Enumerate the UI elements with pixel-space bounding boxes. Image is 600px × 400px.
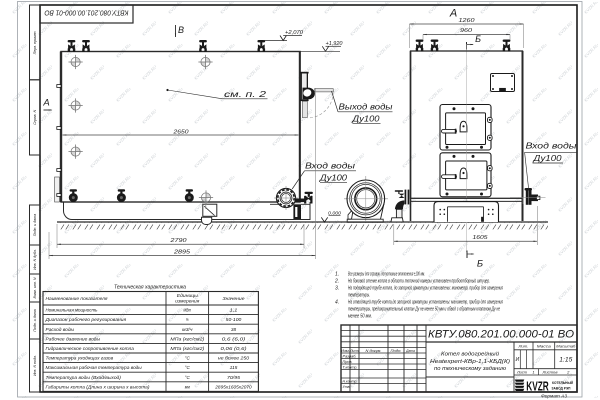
svg-text:Гидравлическое сопротивление к: Гидравлическое сопротивление котла: [46, 346, 135, 351]
svg-text:Расход воды: Расход воды: [46, 327, 75, 332]
svg-text:Дата: Дата: [405, 348, 415, 353]
svg-text:измерения: измерения: [175, 299, 199, 304]
svg-text:70/95: 70/95: [227, 375, 240, 380]
svg-text:Формат А3: Формат А3: [541, 393, 568, 398]
svg-text:не более 250: не более 250: [218, 356, 250, 361]
svg-text:И: И: [515, 357, 519, 363]
svg-text:Масса: Масса: [537, 344, 552, 349]
svg-text:Б: Б: [475, 34, 481, 44]
svg-text:Ду100: Ду100: [532, 154, 562, 163]
svg-text:ЗАВОД РЭП: ЗАВОД РЭП: [552, 386, 571, 391]
svg-text:Перв. примен.: Перв. примен.: [33, 30, 37, 54]
svg-text:КВТУ.080.201.00.000-01 ВО: КВТУ.080.201.00.000-01 ВО: [428, 329, 574, 341]
svg-text:0,06 (0,6): 0,06 (0,6): [221, 346, 248, 351]
svg-text:Инв. N дубл.: Инв. N дубл.: [33, 249, 37, 270]
svg-text:2895: 2895: [173, 249, 192, 255]
svg-text:А: А: [449, 8, 457, 20]
svg-text:мм: мм: [185, 384, 191, 389]
svg-text:%: %: [186, 317, 189, 322]
svg-text:1605: 1605: [473, 235, 489, 241]
svg-text:1:15: 1:15: [559, 357, 573, 364]
svg-text:Лист: Лист: [516, 370, 528, 375]
svg-text:Вход воды: Вход воды: [305, 162, 355, 171]
svg-text:Б: Б: [477, 259, 483, 270]
svg-text:МВт: МВт: [183, 308, 191, 313]
svg-text:Подп. и дата: Подп. и дата: [33, 214, 37, 237]
svg-text:Н.контр.: Н.контр.: [343, 378, 358, 383]
svg-text:Выход воды: Выход воды: [339, 103, 393, 112]
svg-text:Максимальная рабочая температу: Максимальная рабочая температура воды: [46, 365, 143, 370]
svg-text:+1,920: +1,920: [326, 41, 343, 47]
svg-text:Изм.: Изм.: [341, 348, 350, 353]
svg-text:Лист: Лист: [349, 348, 359, 353]
svg-text:Котел водогрейный: Котел водогрейный: [441, 351, 500, 358]
svg-text:Наименование показателя: Наименование показателя: [46, 296, 109, 301]
svg-text:КВТУ.080.201.00.000-01 ВО: КВТУ.080.201.00.000-01 ВО: [44, 9, 128, 18]
svg-text:°С: °С: [185, 356, 191, 361]
svg-text:1260: 1260: [459, 18, 475, 24]
svg-text:см. п. 2: см. п. 2: [224, 90, 267, 99]
svg-text:2: 2: [566, 370, 570, 375]
svg-text:Температура воды (Вход/выход): Температура воды (Вход/выход): [46, 375, 122, 380]
svg-text:0.000: 0.000: [328, 211, 341, 216]
svg-text:Т.контр.: Т.контр.: [343, 364, 358, 369]
svg-text:1.: 1.: [335, 272, 339, 278]
svg-text:Все размеры для справок, допус: Все размеры для справок, допустимые откл…: [348, 272, 425, 278]
svg-text:°С: °С: [185, 365, 191, 370]
svg-text:На подводящей трубе котла, д: На подводящей трубе котла, до запорной а…: [348, 285, 503, 292]
svg-text:0,6 (6,0): 0,6 (6,0): [222, 336, 246, 341]
svg-text:115: 115: [230, 365, 238, 370]
svg-text:°С: °С: [185, 375, 191, 380]
svg-text:Разраб.: Разраб.: [343, 353, 357, 358]
svg-text:Пров.: Пров.: [343, 359, 353, 364]
svg-text:Подп.: Подп.: [391, 348, 402, 353]
svg-text:На отводящей трубе котла,до за: На отводящей трубе котла,до запорной арм…: [348, 299, 503, 306]
svg-text:Единицы: Единицы: [177, 293, 199, 298]
svg-text:МПа (кгс/см2): МПа (кгс/см2): [170, 346, 204, 351]
svg-text:Ду100: Ду100: [319, 174, 348, 183]
svg-text:Масштаб: Масштаб: [556, 344, 576, 349]
svg-text:1,1: 1,1: [230, 308, 238, 313]
svg-text:N докум.: N докум.: [366, 348, 382, 353]
svg-text:температуры, предохранительный: температуры, предохранительный клапан Ду…: [348, 306, 500, 313]
svg-text:Рабочее давление воды: Рабочее давление воды: [46, 336, 101, 341]
svg-text:по техническому заданию: по техническому заданию: [434, 366, 507, 372]
svg-text:+2,070: +2,070: [285, 30, 303, 36]
svg-text:Взам. инв. N: Взам. инв. N: [33, 277, 37, 298]
svg-text:4.: 4.: [335, 300, 339, 306]
svg-text:Инв. N подл.: Инв. N подл.: [33, 355, 37, 376]
svg-text:м3/ч: м3/ч: [182, 327, 193, 332]
svg-text:Ду100: Ду100: [351, 115, 380, 124]
svg-text:3.: 3.: [335, 286, 339, 292]
svg-text:Температура уходящих газов: Температура уходящих газов: [46, 356, 114, 361]
svg-text:Диапазон рабочего регулировани: Диапазон рабочего регулирования: [44, 317, 126, 322]
svg-text:Вход воды: Вход воды: [526, 142, 577, 151]
svg-text:KVZR: KVZR: [526, 379, 549, 393]
svg-text:Утв.: Утв.: [343, 384, 351, 389]
svg-text:А: А: [42, 98, 49, 109]
svg-text:2.: 2.: [334, 279, 339, 285]
svg-text:Heatexpert-КВр-1,1-КБД(К): Heatexpert-КВр-1,1-КБД(К): [430, 359, 510, 365]
svg-text:Техническая характеристика: Техническая характеристика: [114, 285, 186, 291]
svg-text:В: В: [178, 25, 184, 35]
svg-text:КОТЕЛЬНЫЙ: КОТЕЛЬНЫЙ: [552, 380, 573, 385]
svg-text:960: 960: [460, 28, 472, 34]
svg-text:температуры.: температуры.: [348, 293, 370, 299]
svg-text:Номинальная мощность: Номинальная мощность: [46, 308, 99, 313]
svg-text:Подп. и дата: Подп. и дата: [33, 309, 37, 332]
svg-text:2650: 2650: [172, 130, 188, 136]
svg-text:2895х1605х2070: 2895х1605х2070: [214, 384, 252, 389]
svg-text:50-100: 50-100: [226, 317, 242, 322]
svg-text:На боковой стенке котла в обла: На боковой стенке котла в области топочн…: [348, 278, 490, 285]
svg-text:Значение: Значение: [223, 296, 245, 301]
svg-text:2790: 2790: [169, 238, 186, 244]
svg-text:менее 50 мм.: менее 50 мм.: [348, 314, 372, 320]
svg-text:Листов: Листов: [541, 370, 557, 375]
svg-text:Лит.: Лит.: [517, 344, 528, 349]
svg-text:Справ. N: Справ. N: [33, 109, 37, 124]
svg-text:Габариты котла (Длина х ширина: Габариты котла (Длина х ширина х высота): [46, 384, 150, 389]
svg-text:38: 38: [231, 327, 237, 332]
svg-text:1: 1: [532, 370, 534, 375]
svg-text:МПа (кгс/см2): МПа (кгс/см2): [170, 336, 204, 341]
